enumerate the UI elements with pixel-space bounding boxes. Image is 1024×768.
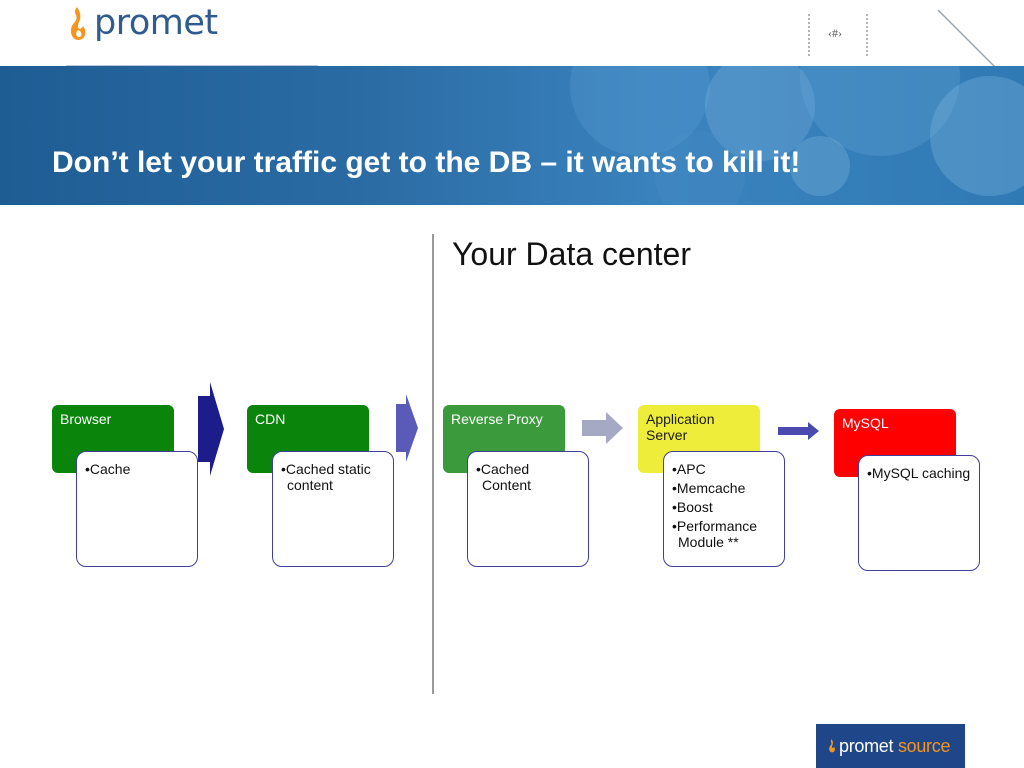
stage-item: Cached Content [476, 461, 582, 493]
stage-mysql-items: MySQL caching [867, 465, 973, 481]
stage-reverse-proxy-body: Cached Content [467, 451, 589, 567]
data-center-label: Your Data center [452, 236, 691, 272]
stage-mysql-body: MySQL caching [858, 455, 980, 571]
stage-application-server-items: APC MemcacheBoostPerformance Module ** [672, 461, 778, 550]
dotted-rule-right [866, 14, 868, 56]
header-rule [66, 65, 318, 66]
title-banner: Don’t let your traffic get to the DB – i… [0, 66, 1024, 205]
arrow-cdn-to-proxy [396, 394, 418, 462]
stage-item: MySQL caching [867, 465, 973, 481]
logo-wordmark: promet [94, 3, 218, 43]
slide-number-area: ‹#› [808, 14, 870, 56]
promet-logo: promet [68, 3, 228, 48]
stage-item: APC [672, 461, 778, 477]
stage-item: Memcache [672, 480, 778, 496]
footer-word-source: source [897, 736, 951, 756]
stage-item: Boost [672, 499, 778, 515]
stage-item: Cache [85, 461, 191, 477]
stage-reverse-proxy-items: Cached Content [476, 461, 582, 493]
stage-application-server-body: APC MemcacheBoostPerformance Module ** [663, 451, 785, 567]
bubble-decoration [570, 66, 1024, 205]
footer-wordmark: promet source [839, 736, 950, 757]
arrow-app-to-mysql [778, 422, 819, 440]
slide-number: ‹#› [828, 26, 842, 40]
stage-item: Performance Module ** [672, 518, 778, 550]
flame-icon [829, 739, 835, 753]
stage-item: Cached static content [281, 461, 387, 493]
data-center-divider [432, 234, 434, 694]
stage-browser-items: Cache [85, 461, 191, 477]
slide-title: Don’t let your traffic get to the DB – i… [52, 146, 801, 179]
promet-source-logo: promet source [816, 724, 965, 768]
stage-browser-body: Cache [76, 451, 198, 567]
dotted-rule-left [808, 14, 810, 56]
flame-icon [70, 7, 86, 40]
arrow-proxy-to-app [582, 412, 623, 444]
stage-cdn-body: Cached static content [272, 451, 394, 567]
footer-word-promet: promet [839, 736, 894, 756]
stage-cdn-items: Cached static content [281, 461, 387, 493]
arrow-browser-to-cdn [198, 382, 224, 476]
